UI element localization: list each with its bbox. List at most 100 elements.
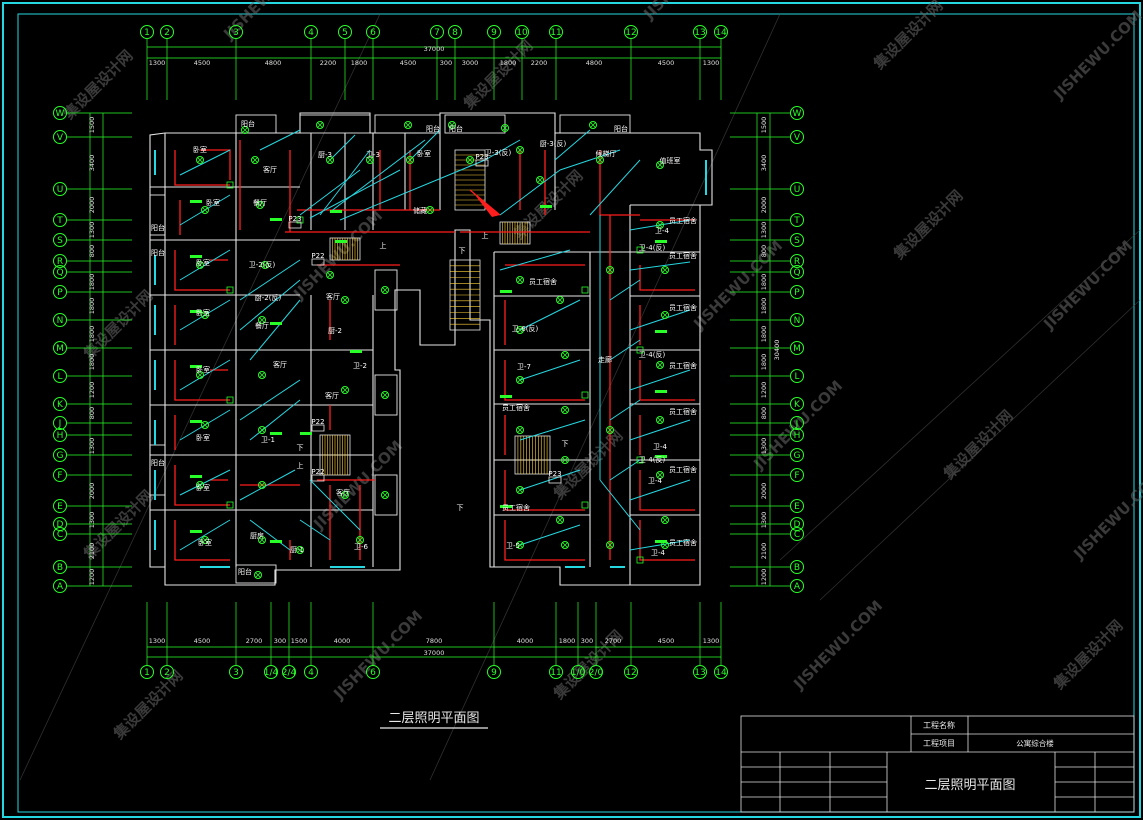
balcony xyxy=(374,474,398,516)
axis-label-row: S xyxy=(794,236,800,246)
fluorescent-fixture xyxy=(190,530,202,533)
axis-label-top: 9 xyxy=(491,28,497,38)
light-fixture xyxy=(516,376,524,384)
fixture-tag: 厨-2 xyxy=(328,327,342,335)
light-fixture-cross xyxy=(562,407,568,413)
watermark-text: JISHEWU.COM xyxy=(789,597,886,694)
distribution-panel xyxy=(548,476,562,484)
axis-bubble-row xyxy=(790,468,804,482)
dimension-side: 1300 xyxy=(760,222,768,239)
stair-direction-label: 下 xyxy=(562,440,569,448)
balcony xyxy=(149,404,166,446)
light-fixture-cross xyxy=(407,157,413,163)
dimension-side: 2100 xyxy=(760,543,768,560)
fluorescent-fixture xyxy=(270,322,282,325)
light-fixture-circle xyxy=(341,491,349,499)
light-fixture xyxy=(381,491,389,499)
axis-bubble-row xyxy=(790,265,804,279)
axis-bubble-row xyxy=(53,254,67,268)
light-fixture-circle xyxy=(251,156,259,164)
room-label-left: 卧室 xyxy=(196,308,210,317)
dimension-side: 800 xyxy=(88,245,96,257)
fixture-tag: 卫-2 xyxy=(353,362,367,370)
light-fixture xyxy=(196,371,204,379)
axis-label-bottom: 2/0 xyxy=(589,668,604,678)
fixture-tag: 卫-4 xyxy=(648,477,663,485)
light-fixture-circle xyxy=(589,121,597,129)
switch-symbol xyxy=(581,286,589,294)
room-label-left: 卧室 xyxy=(206,198,220,207)
light-fixture xyxy=(381,391,389,399)
axis-label-row: N xyxy=(57,316,64,326)
cyan-circuit xyxy=(629,219,691,551)
room-label-right: 员工宿舍 xyxy=(669,251,697,260)
title-block-project-item-value: 公寓综合楼 xyxy=(1016,738,1054,748)
watermark-line xyxy=(429,13,781,781)
light-fixture-cross xyxy=(662,542,668,548)
dimension-top: 4500 xyxy=(194,59,211,67)
room-label-center: 阳台 xyxy=(449,124,463,133)
axis-label-row: E xyxy=(794,502,800,512)
axis-label-top: 10 xyxy=(516,28,528,38)
room-label-left: 卧室 xyxy=(196,433,210,442)
axis-label-row: V xyxy=(794,133,801,143)
axis-label-row: N xyxy=(794,316,801,326)
fluorescent-fixture xyxy=(270,540,282,543)
dimension-side: 800 xyxy=(760,245,768,257)
dimension-bottom: 1300 xyxy=(149,637,166,645)
red-circuit xyxy=(289,300,361,560)
axis-label-row: W xyxy=(793,109,802,119)
axis-bubble-row xyxy=(790,285,804,299)
axis-bubble-row xyxy=(53,285,67,299)
light-fixture xyxy=(256,201,264,209)
axis-bubble-top xyxy=(304,25,318,39)
light-fixture xyxy=(366,156,374,164)
axis-bubble-bottom xyxy=(366,665,380,679)
room-label-left: 卧室 xyxy=(196,258,210,267)
axis-bubble-row xyxy=(790,182,804,196)
light-fixture xyxy=(406,156,414,164)
light-fixture-cross xyxy=(657,362,663,368)
axis-bubble-top xyxy=(140,25,154,39)
light-fixture xyxy=(261,261,269,269)
room-label-right: 员工宿舍 xyxy=(669,538,697,547)
room-label-left: 卧室 xyxy=(196,365,210,374)
axis-bubble-row xyxy=(790,369,804,383)
light-fixture xyxy=(516,276,524,284)
dimension-side: 1800 xyxy=(760,274,768,291)
light-fixture-cross xyxy=(467,157,473,163)
light-fixture-cross xyxy=(427,207,433,213)
dimension-top: 1800 xyxy=(351,59,368,67)
dimension-bottom: 300 xyxy=(274,637,286,645)
dimension-top: 1800 xyxy=(500,59,517,67)
axis-label-row: J xyxy=(58,419,62,429)
title-block-project-item-label: 工程项目 xyxy=(923,739,955,748)
light-fixture-cross xyxy=(662,517,668,523)
room-label-center: 客厅 xyxy=(325,391,339,400)
light-fixture-circle xyxy=(656,161,664,169)
light-fixture-cross xyxy=(297,547,303,553)
axis-label-bottom: 2 xyxy=(164,668,170,678)
dimension-side: 1300 xyxy=(88,438,96,455)
axis-label-row: K xyxy=(794,400,801,410)
fluorescent-fixture xyxy=(655,390,667,393)
light-fixture-circle xyxy=(516,146,524,154)
light-fixture-cross xyxy=(517,327,523,333)
fixture-tag: 卫-6(反) xyxy=(512,324,539,333)
light-fixture xyxy=(606,266,614,274)
dimension-side: 1800 xyxy=(88,274,96,291)
light-fixture xyxy=(201,421,209,429)
light-fixture-cross xyxy=(607,267,613,273)
light-fixture-cross xyxy=(557,297,563,303)
fluorescent-fixture xyxy=(270,432,282,435)
dimension-top: 4500 xyxy=(400,59,417,67)
dimension-side: 1500 xyxy=(760,117,768,134)
axis-label-row: T xyxy=(793,216,800,226)
axis-label-row: M xyxy=(56,344,64,354)
axis-label-row: L xyxy=(794,372,799,382)
light-fixture xyxy=(316,121,324,129)
light-fixture-circle xyxy=(256,201,264,209)
axis-bubble-row xyxy=(53,182,67,196)
light-fixture-circle xyxy=(241,126,249,134)
fluorescent-fixture xyxy=(190,365,202,368)
